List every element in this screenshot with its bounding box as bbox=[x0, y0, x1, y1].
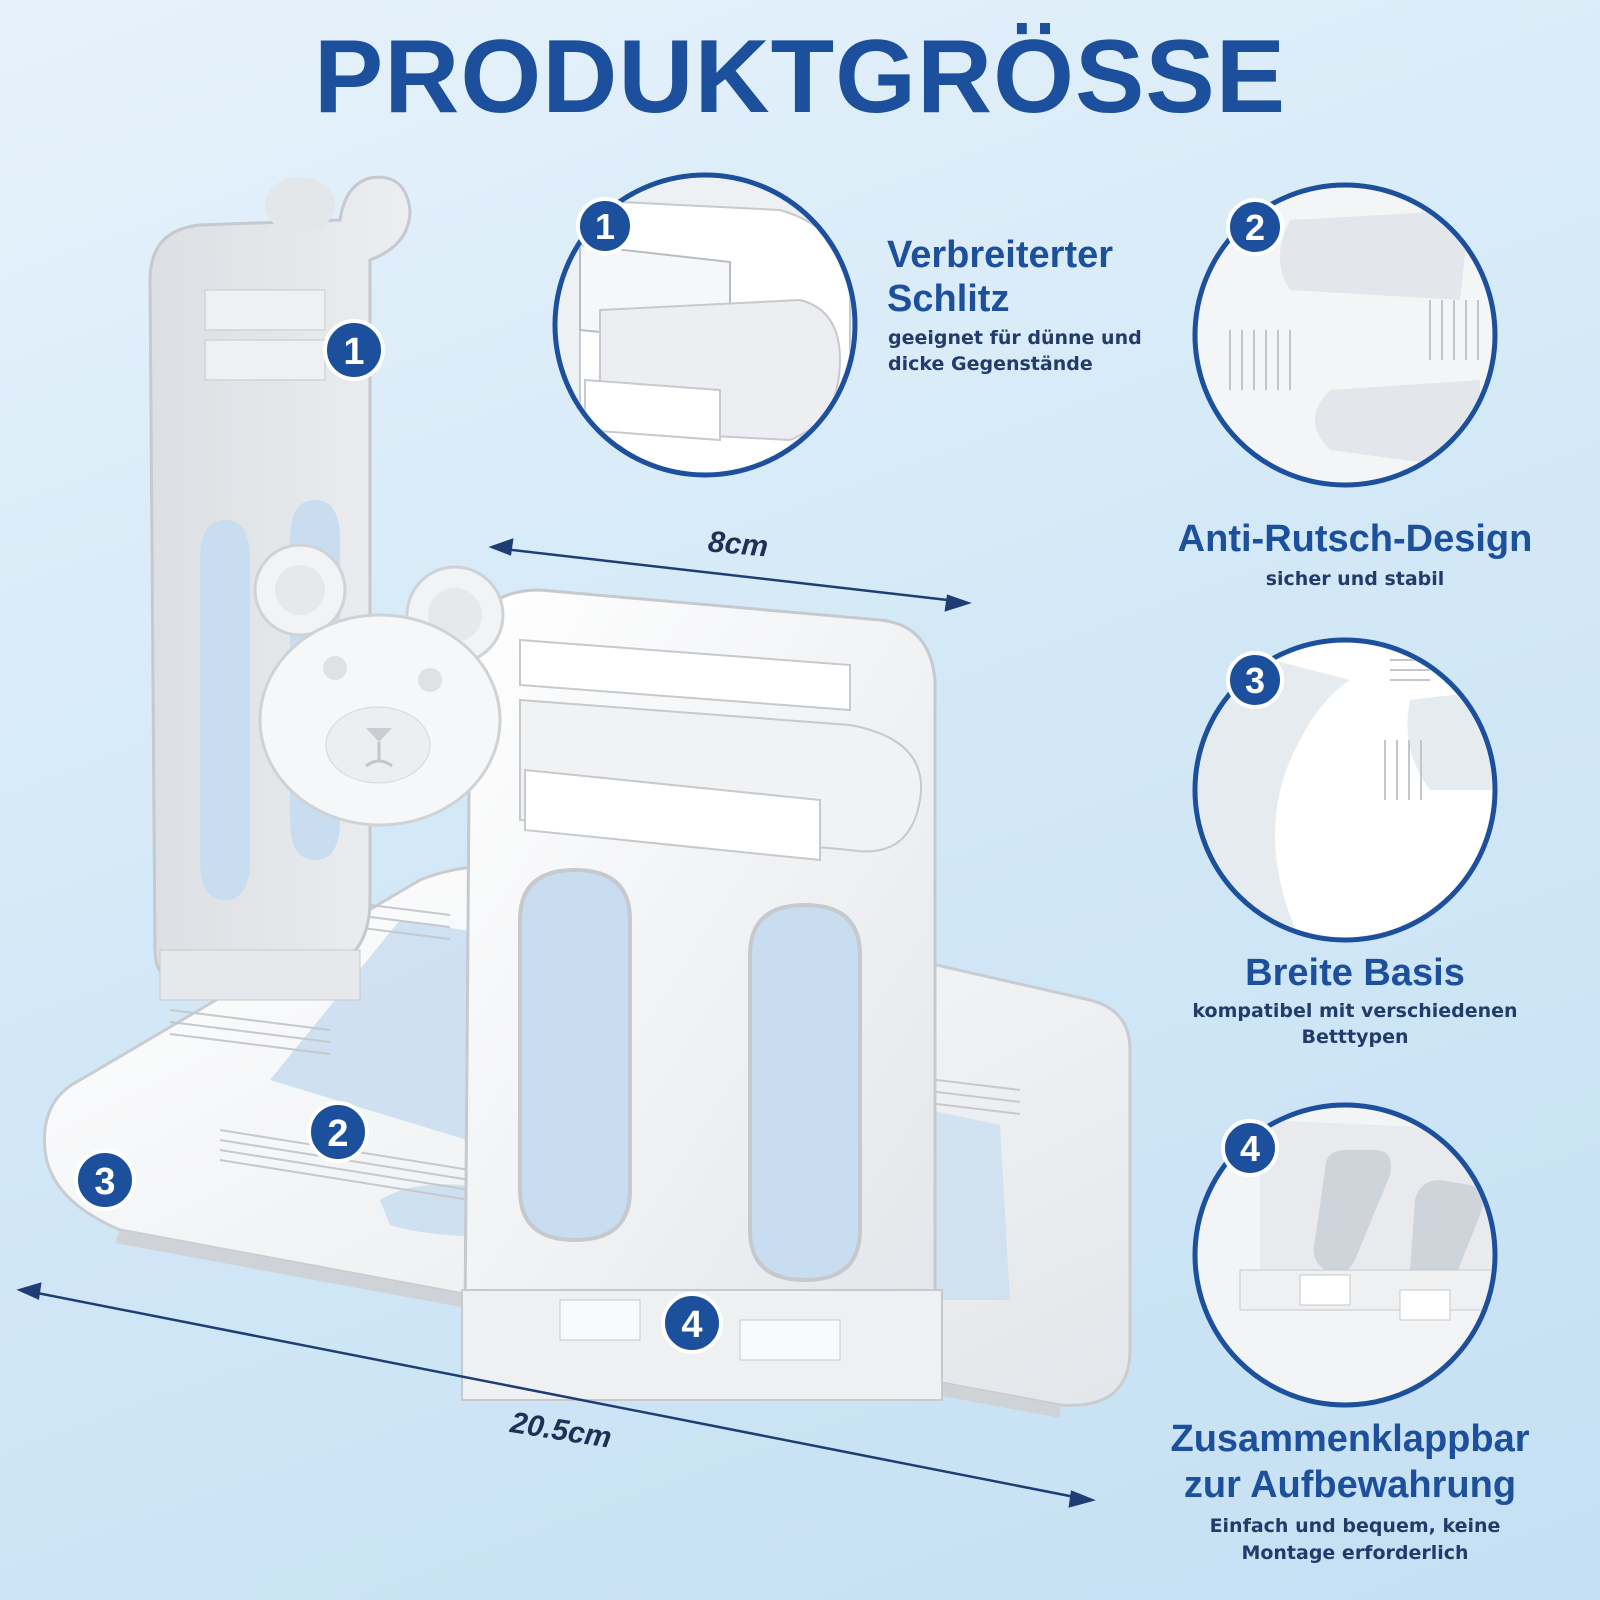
feature-1-title-line1: Verbreiterter bbox=[887, 234, 1114, 276]
feature-4-sub-line2: Montage erforderlich bbox=[1241, 1542, 1469, 1564]
page-title: PRODUKTGRÖSSE bbox=[313, 19, 1287, 135]
length-dimension-arrow bbox=[16, 1282, 1096, 1508]
badge-main-2-number: 2 bbox=[327, 1113, 348, 1155]
feature-1-sub-line1: geeignet für dünne und bbox=[888, 327, 1142, 349]
badge-main-3-number: 3 bbox=[94, 1161, 115, 1203]
feature-3-sub-line2: Betttypen bbox=[1301, 1026, 1409, 1048]
detail-circle-3: 3 bbox=[1192, 637, 1498, 943]
detail-circle-1: 1 bbox=[552, 172, 858, 478]
badge-main-4-number: 4 bbox=[681, 1304, 702, 1346]
detail-3-number: 3 bbox=[1245, 660, 1265, 701]
feature-2-subtitle: sicher und stabil bbox=[1265, 568, 1445, 590]
front-stand bbox=[461, 588, 943, 1401]
feature-1-subtitle: geeignet für dünne und dicke Gegenstände bbox=[888, 325, 1142, 377]
feature-2-title: Anti-Rutsch-Design bbox=[1177, 518, 1533, 560]
badge-main-2: 2 bbox=[307, 1101, 369, 1163]
badge-main-1: 1 bbox=[323, 319, 385, 381]
feature-1-title-line2: Schlitz bbox=[887, 278, 1010, 320]
feature-4-title-line2: zur Aufbewahrung bbox=[1183, 1464, 1517, 1506]
width-dimension-label: 8cm bbox=[706, 525, 770, 564]
detail-2-number: 2 bbox=[1245, 207, 1265, 248]
badge-main-3: 3 bbox=[74, 1149, 136, 1211]
feature-4-sub-line1: Einfach und bequem, keine bbox=[1209, 1515, 1501, 1537]
detail-4-number: 4 bbox=[1240, 1128, 1260, 1169]
detail-circle-2: 2 bbox=[1192, 182, 1498, 488]
detail-circle-4: 4 bbox=[1192, 1102, 1498, 1408]
badge-main-4: 4 bbox=[661, 1292, 723, 1354]
feature-1-sub-line2: dicke Gegenstände bbox=[888, 353, 1093, 375]
detail-1-number: 1 bbox=[595, 206, 615, 247]
feature-3-sub-line1: kompatibel mit verschiedenen bbox=[1192, 1000, 1518, 1022]
feature-3-title: Breite Basis bbox=[1245, 952, 1465, 994]
feature-3-subtitle: kompatibel mit verschiedenen Betttypen bbox=[1150, 998, 1560, 1050]
width-dimension-arrow bbox=[488, 538, 972, 612]
bear-head bbox=[253, 543, 505, 827]
feature-1-title: Verbreiterter Schlitz bbox=[887, 233, 1113, 321]
feature-4-title-line1: Zusammenklappbar bbox=[1170, 1418, 1530, 1460]
feature-4-subtitle: Einfach und bequem, keine Montage erford… bbox=[1150, 1513, 1560, 1567]
badge-main-1-number: 1 bbox=[343, 331, 364, 373]
feature-4-title: Zusammenklappbar zur Aufbewahrung bbox=[1120, 1416, 1580, 1508]
